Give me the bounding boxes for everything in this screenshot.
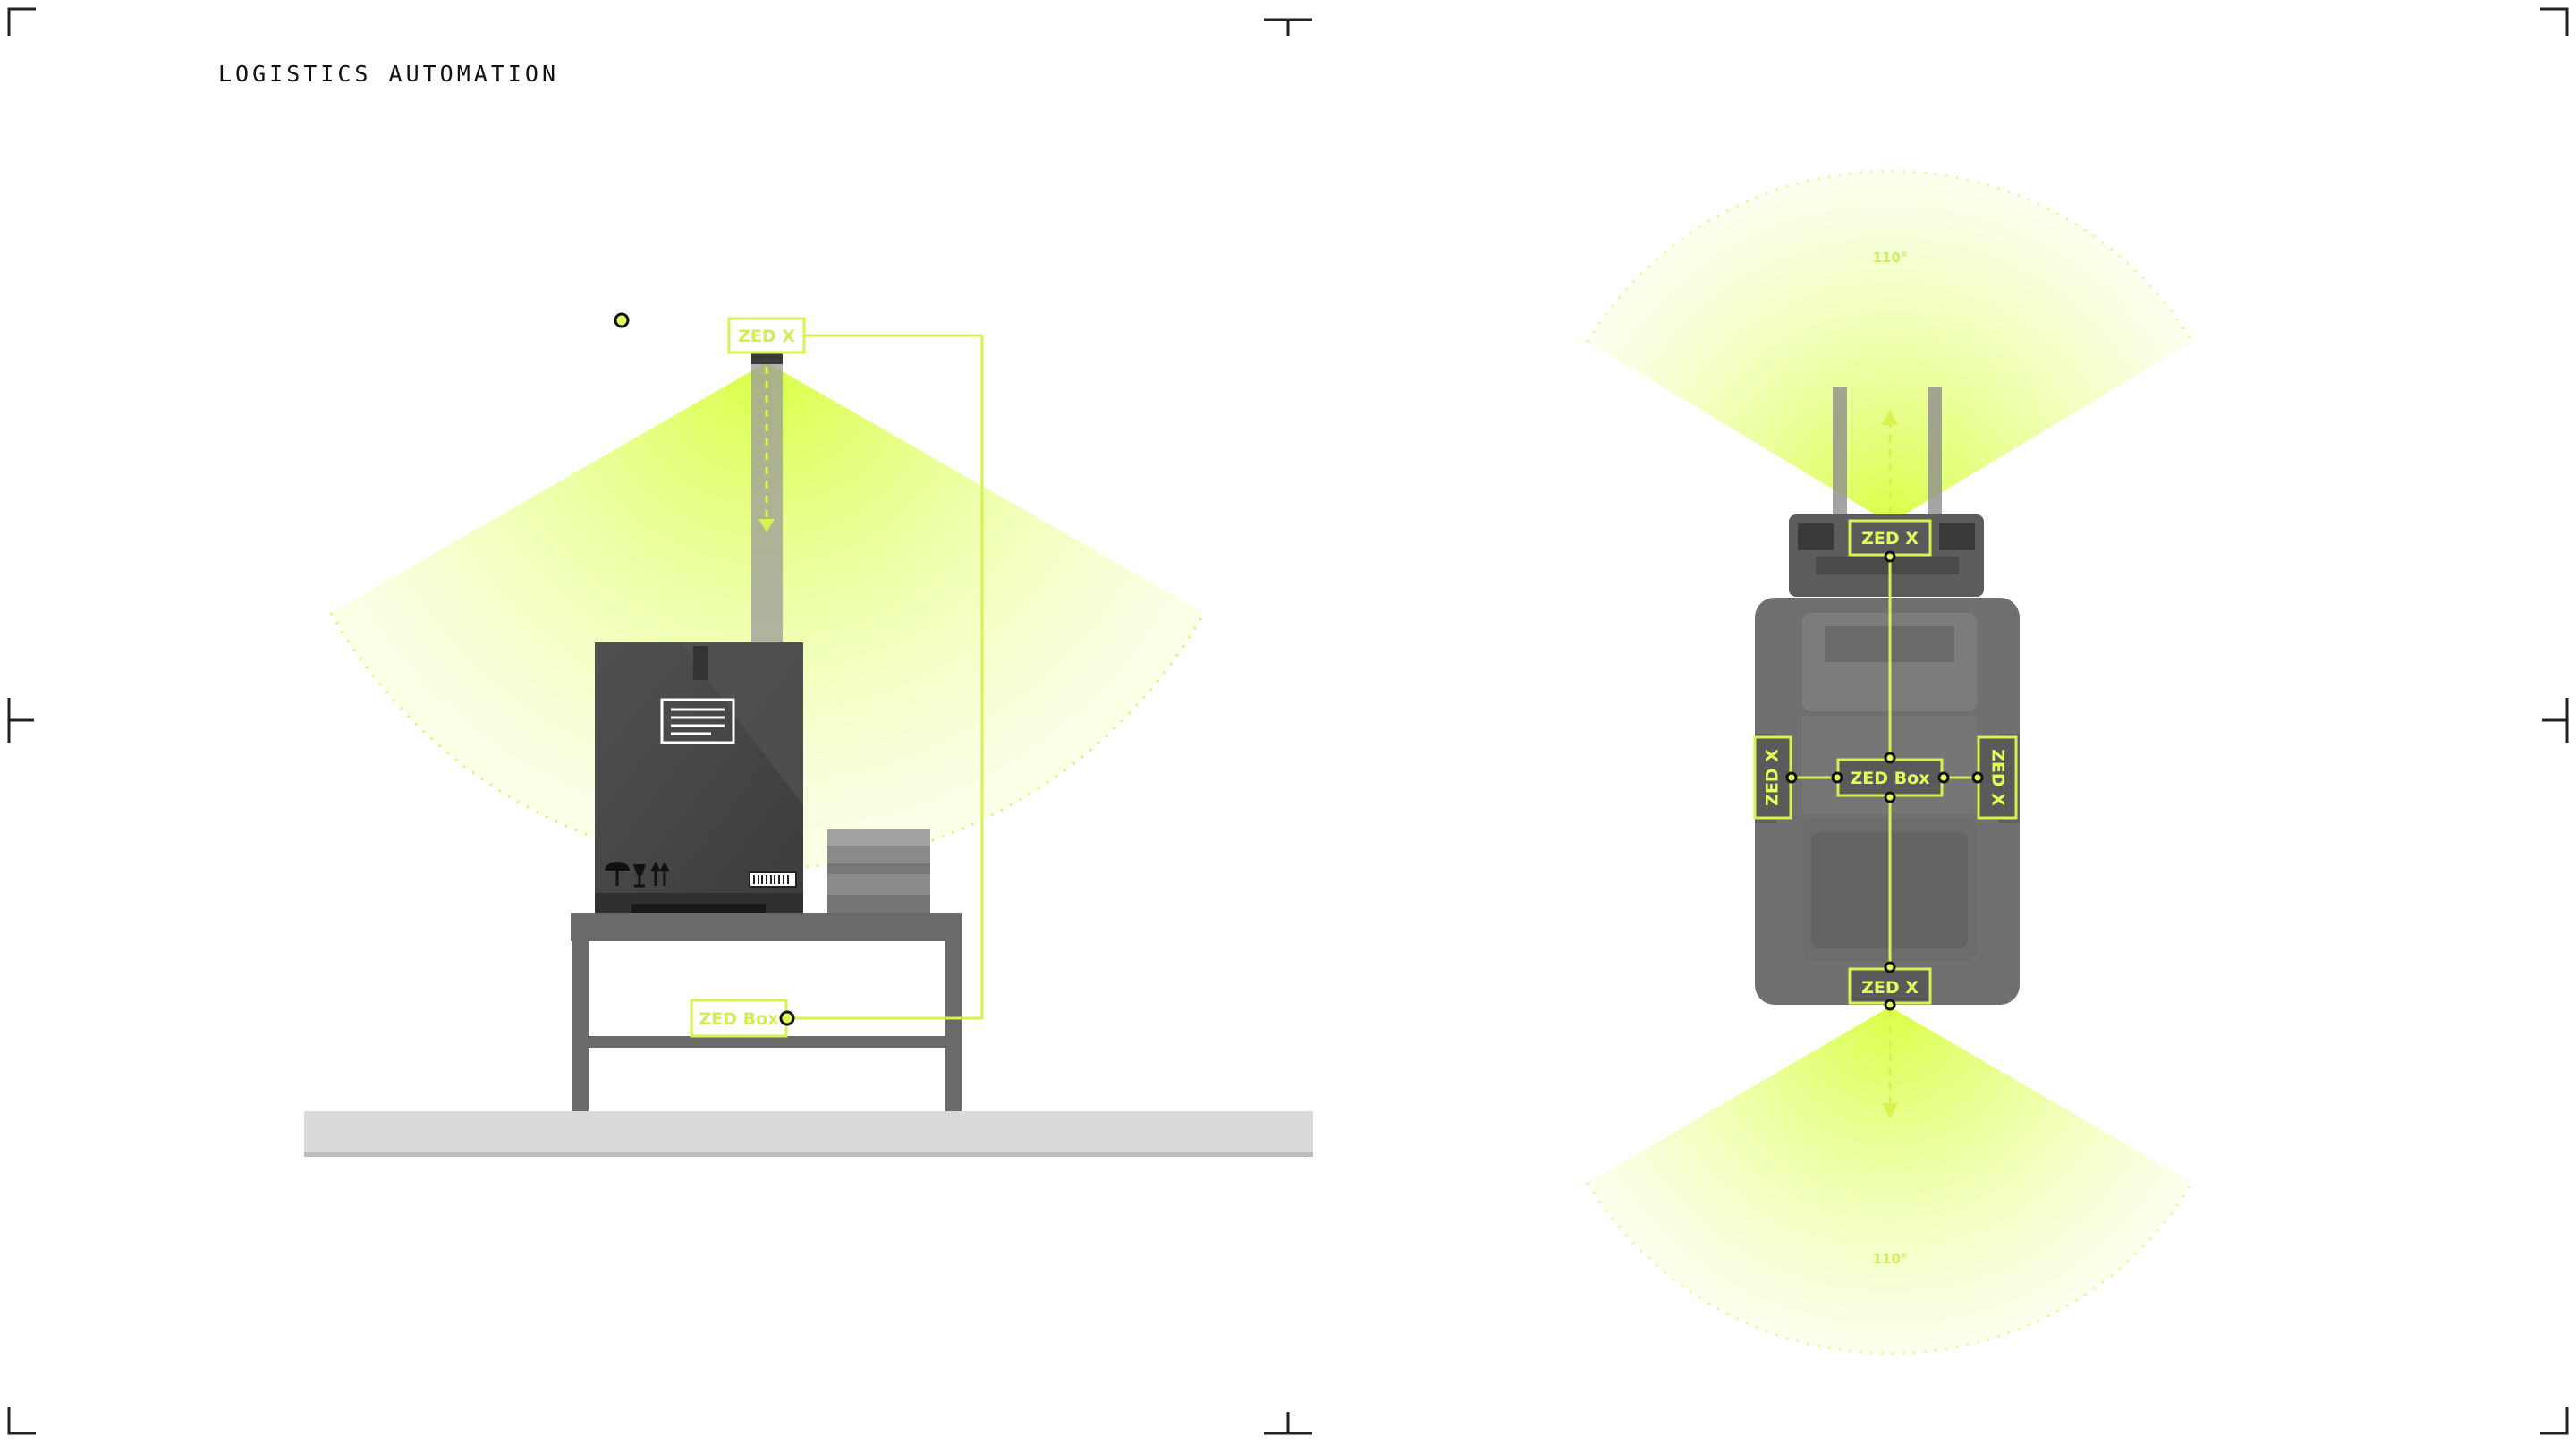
parcel-small <box>827 829 930 913</box>
umbrella-icon <box>605 862 630 886</box>
right-camera-tag <box>1977 735 2018 820</box>
rear-camera-label: ZED X <box>1861 978 1919 998</box>
page-title: LOGISTICS AUTOMATION <box>218 61 560 87</box>
connection-ports <box>1785 550 1984 1011</box>
top-view: 110° 110° <box>1586 169 2194 1356</box>
side-indicator-dot <box>614 312 630 328</box>
crop-mark-left-center <box>7 698 34 743</box>
left-camera-label: ZED X <box>1763 749 1783 806</box>
barcode-icon <box>749 871 797 888</box>
side-camera-tag <box>727 317 806 354</box>
top-box-label: ZED Box <box>1851 769 1930 788</box>
crop-mark-bottom-left <box>7 1407 36 1435</box>
fork-right <box>1928 387 1942 521</box>
fork-left <box>1833 387 1847 521</box>
side-camera-label: ZED X <box>738 327 795 346</box>
fragile-glass-icon <box>633 864 646 888</box>
shipping-label-icon <box>660 698 735 744</box>
side-box-label: ZED Box <box>699 1009 779 1029</box>
front-camera-label: ZED X <box>1861 529 1919 548</box>
parcel-large <box>595 642 803 913</box>
side-view: ZED X ZED Box <box>304 312 1313 1157</box>
work-table <box>571 913 962 1111</box>
front-fov-label: 110° <box>1873 250 1908 266</box>
crop-mark-top-left <box>7 7 36 36</box>
rear-camera-fov <box>1588 1007 2192 1354</box>
crop-marks <box>7 7 2569 1435</box>
crop-mark-top-center <box>1264 18 1312 36</box>
front-camera-fov <box>1588 171 2192 524</box>
crop-mark-bottom-center <box>1264 1412 1312 1435</box>
crop-mark-right-center <box>2542 698 2569 743</box>
crop-mark-bottom-right <box>2540 1407 2569 1435</box>
right-camera-label: ZED X <box>1988 749 2008 806</box>
side-box-port <box>779 1010 795 1026</box>
rear-fov-label: 110° <box>1873 1251 1908 1267</box>
this-side-up-icon <box>650 861 670 886</box>
top-cables <box>1792 557 1977 968</box>
floor <box>304 1111 1313 1156</box>
crop-mark-top-right <box>2540 7 2569 36</box>
side-cable <box>787 334 984 1020</box>
